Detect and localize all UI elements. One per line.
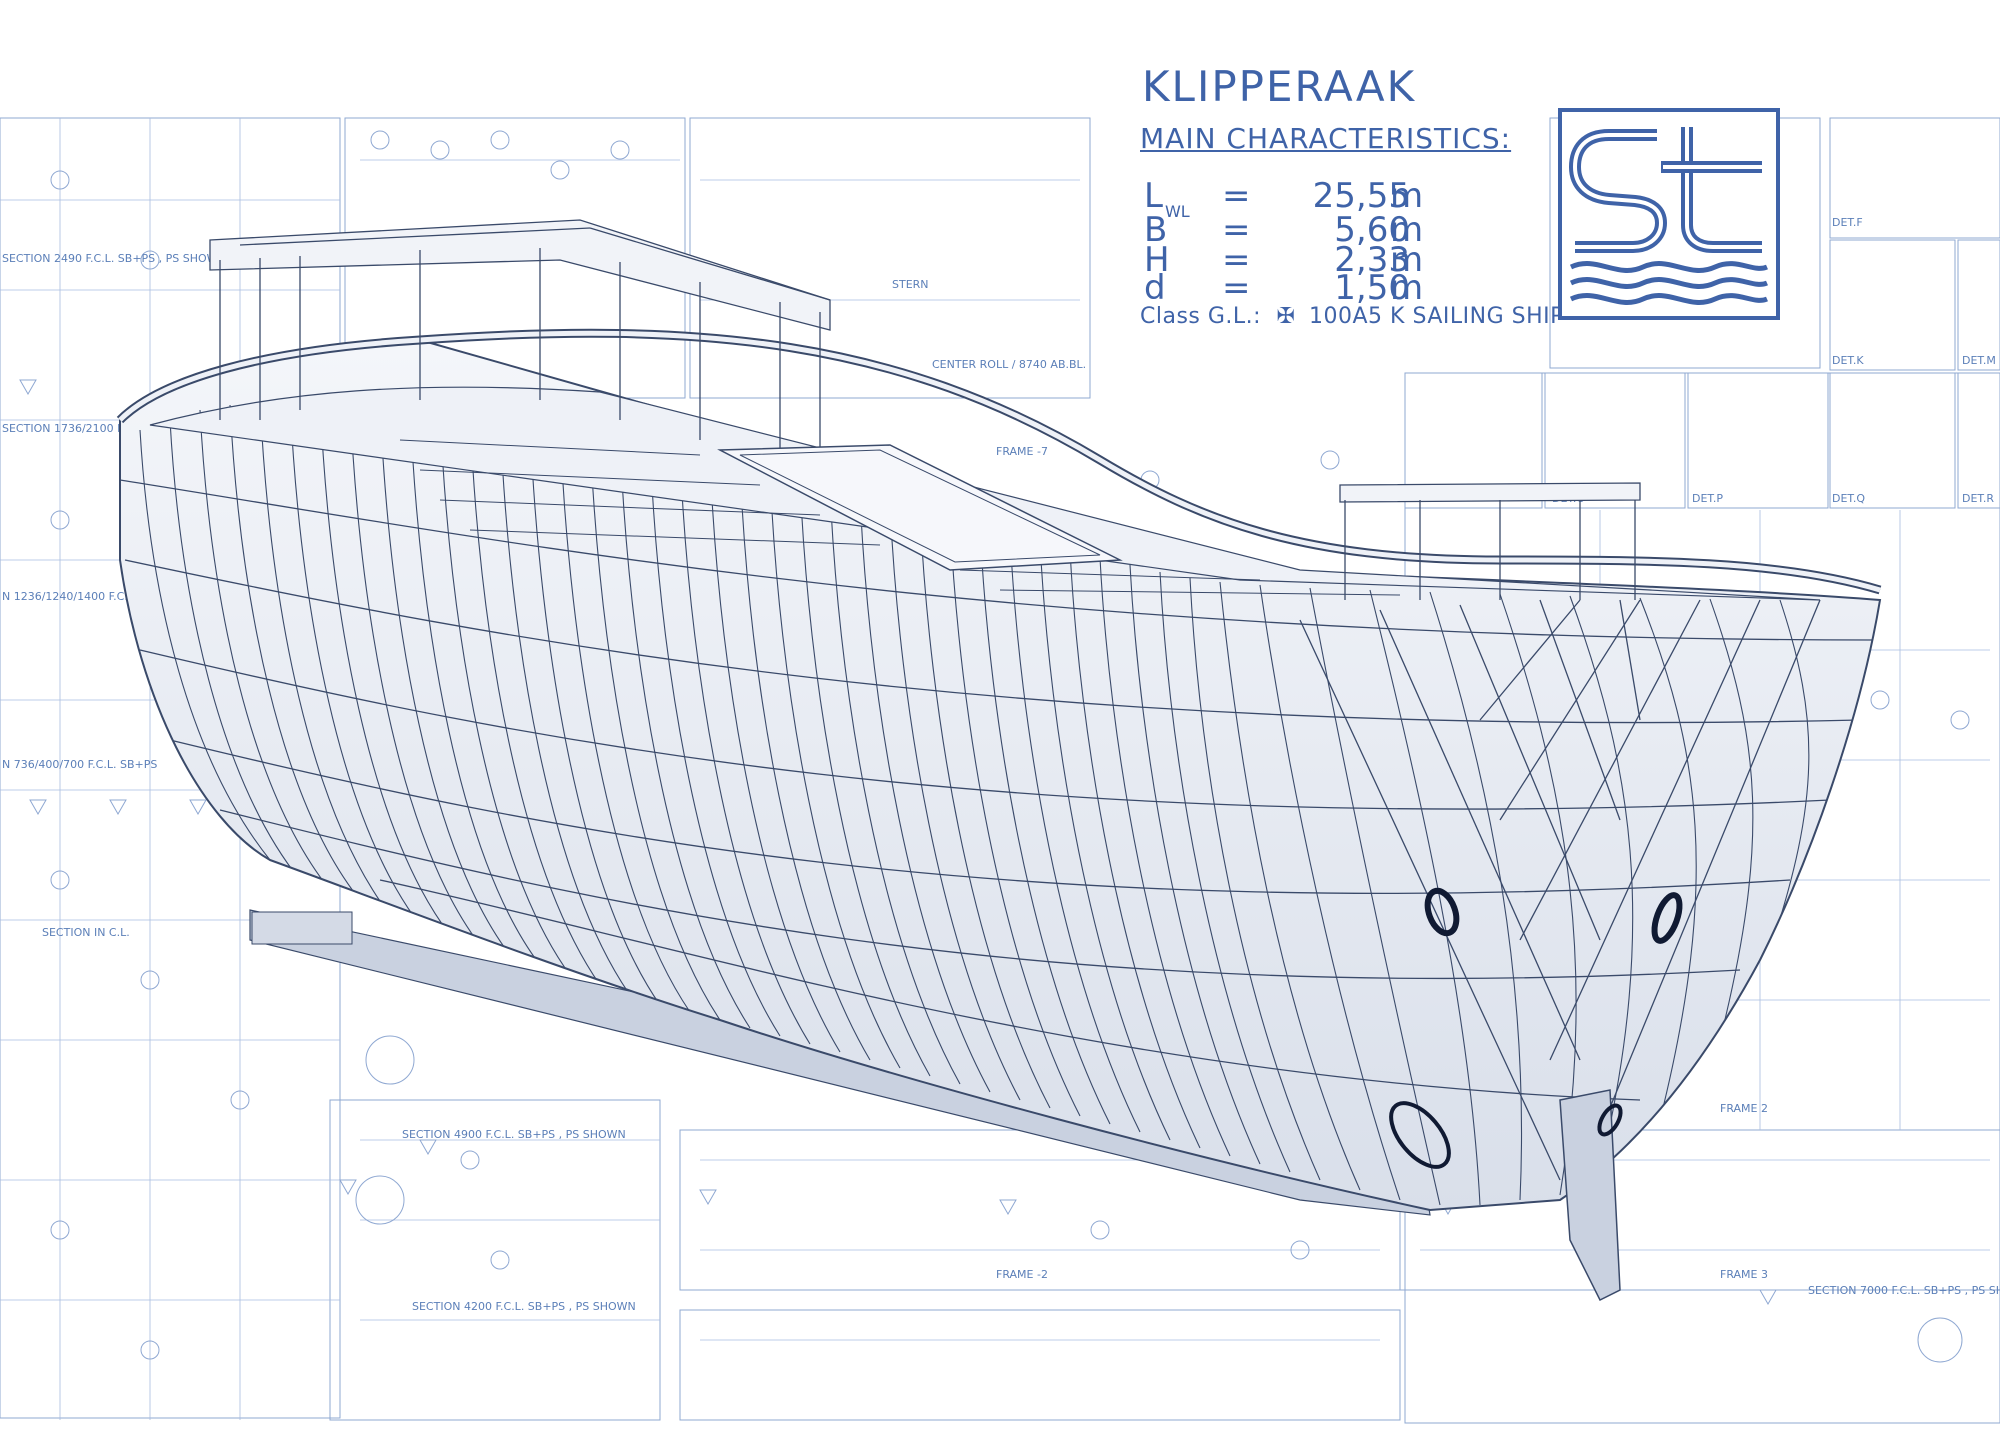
characteristic-equals: = [1222, 268, 1251, 308]
label-det-m: DET.M [1962, 354, 1996, 367]
characteristic-symbol: d [1144, 268, 1166, 308]
maltese-cross-icon: ✠ [1276, 304, 1296, 329]
stem-plate [1559, 1089, 1621, 1302]
label-frame-minus-7: FRAME -7 [996, 445, 1048, 458]
characteristic-value: 2,33 [1334, 240, 1410, 280]
deckhouse-aft [209, 219, 831, 470]
label-stern: STERN [892, 278, 929, 291]
deck-beams [399, 439, 1401, 596]
label-det-p: DET.P [1692, 492, 1723, 505]
st-logo [1558, 108, 1780, 320]
hawse-pipe-starboard [1651, 892, 1683, 944]
label-center-roll: CENTER ROLL / 8740 AB.BL. [932, 358, 1086, 371]
characteristic-unit: m [1390, 176, 1424, 216]
hawse-pipe-port [1424, 887, 1460, 937]
label-section-4200: SECTION 4200 F.C.L. SB+PS , PS SHOWN [412, 1300, 636, 1313]
characteristic-unit: m [1390, 240, 1424, 280]
label-det-q: DET.Q [1832, 492, 1865, 505]
label-frame-3: FRAME 3 [1720, 1268, 1768, 1281]
label-det-f: DET.F [1832, 216, 1863, 229]
label-section-1236: N 1236/1240/1400 F.C.L. [2, 590, 137, 603]
label-section-cl: SECTION IN C.L. [42, 926, 130, 939]
deck-hatch [717, 444, 1123, 571]
characteristic-value: 25,55 [1312, 176, 1410, 216]
characteristic-equals: = [1222, 210, 1251, 250]
label-section-2490: SECTION 2490 F.C.L. SB+PS , PS SHOWN [2, 252, 226, 265]
label-section-7000: SECTION 7000 F.C.L. SB+PS , PS SHOWN [1808, 1284, 2000, 1297]
characteristic-unit: m [1390, 268, 1424, 308]
characteristic-symbol: B [1144, 210, 1168, 250]
bow-diagonal-frames [1299, 599, 1821, 1181]
characteristic-equals: = [1222, 176, 1251, 216]
characteristic-symbol: H [1144, 240, 1170, 280]
characteristic-unit: m [1390, 210, 1424, 250]
label-frame-minus-2: FRAME -2 [996, 1268, 1048, 1281]
deckhouse-forward [1339, 482, 1641, 600]
label-det-k: DET.K [1832, 354, 1864, 367]
hull-stringers [120, 479, 1880, 1101]
characteristic-equals: = [1222, 240, 1251, 280]
main-characteristics-heading: MAIN CHARACTERISTICS: [1140, 122, 1512, 155]
classification-line: Class G.L.: ✠ 100A5 K SAILING SHIP [1140, 304, 1564, 329]
class-notation: 100A5 K SAILING SHIP [1309, 304, 1564, 329]
characteristic-value: 5,60 [1334, 210, 1410, 250]
label-det-r: DET.R [1962, 492, 1994, 505]
characteristic-value: 1,50 [1334, 268, 1410, 308]
class-label: Class G.L.: [1140, 304, 1262, 329]
ship-name-title: KLIPPERAAK [1142, 62, 1417, 111]
label-frame-2: FRAME 2 [1720, 1102, 1768, 1115]
label-section-736: N 736/400/700 F.C.L. SB+PS [2, 758, 157, 771]
bow-thruster-port [1389, 1101, 1451, 1169]
hull-frames [139, 399, 1810, 1206]
label-section-1736: SECTION 1736/2100 F.C.L. [2, 422, 146, 435]
label-section-4900: SECTION 4900 F.C.L. SB+PS , PS SHOWN [402, 1128, 626, 1141]
